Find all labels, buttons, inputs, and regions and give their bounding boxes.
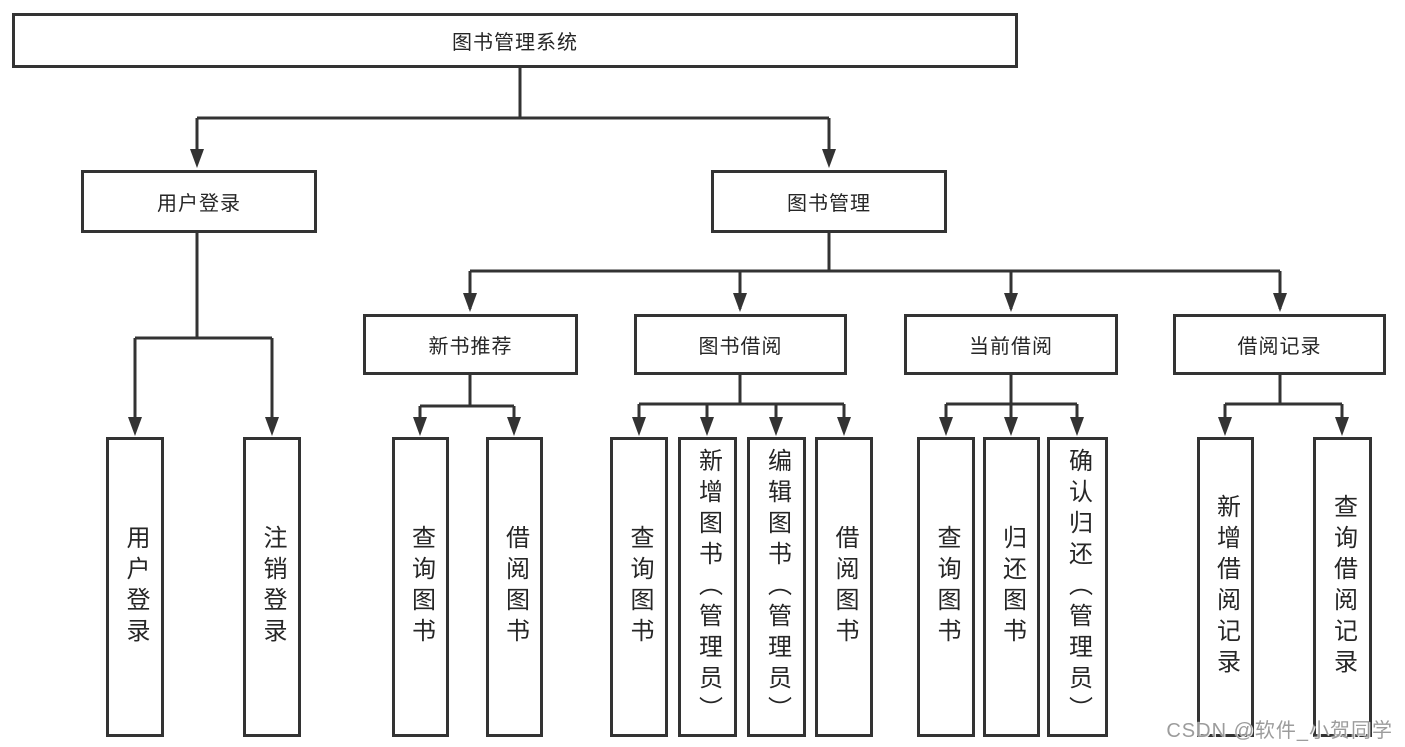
leaf-borrow-query-books-label: 查询图书 <box>626 525 653 649</box>
node-new-book-recommend: 新书推荐 <box>363 314 578 375</box>
node-root-system: 图书管理系统 <box>12 13 1018 68</box>
leaf-borrow-query-books: 查询图书 <box>610 437 668 737</box>
leaf-current-query-books-label: 查询图书 <box>933 525 960 649</box>
leaf-borrow-edit-books-admin: 编辑图书（管理员） <box>747 437 806 737</box>
leaf-current-confirm-return-admin-label: 确认归还（管理员） <box>1064 447 1092 727</box>
node-new-book-recommend-label: 新书推荐 <box>428 336 513 358</box>
leaf-current-return-books: 归还图书 <box>983 437 1040 737</box>
node-current-borrow: 当前借阅 <box>904 314 1118 375</box>
node-current-borrow-label: 当前借阅 <box>969 336 1053 358</box>
leaf-records-query-borrow-record-label: 查询借阅记录 <box>1329 494 1357 680</box>
leaf-recommend-borrow-books: 借阅图书 <box>486 437 543 737</box>
leaf-recommend-query-books-label: 查询图书 <box>407 525 435 649</box>
leaf-records-query-borrow-record: 查询借阅记录 <box>1313 437 1372 737</box>
leaf-logout: 注销登录 <box>243 437 301 737</box>
leaf-user-login-label: 用户登录 <box>122 525 149 649</box>
leaf-recommend-query-books: 查询图书 <box>392 437 449 737</box>
leaf-recommend-borrow-books-label: 借阅图书 <box>501 525 529 649</box>
node-user-login-label: 用户登录 <box>157 193 241 215</box>
csdn-watermark: CSDN @软件_小贺同学 <box>1166 720 1393 742</box>
node-book-management-label: 图书管理 <box>787 193 871 215</box>
leaf-borrow-borrow-books: 借阅图书 <box>815 437 873 737</box>
leaf-current-query-books: 查询图书 <box>917 437 975 737</box>
leaf-current-confirm-return-admin: 确认归还（管理员） <box>1047 437 1108 737</box>
leaf-user-login: 用户登录 <box>106 437 164 737</box>
node-borrow-records: 借阅记录 <box>1173 314 1386 375</box>
leaf-current-return-books-label: 归还图书 <box>998 525 1026 649</box>
leaf-borrow-edit-books-admin-label: 编辑图书（管理员） <box>763 447 791 727</box>
leaf-borrow-add-books-admin-label: 新增图书（管理员） <box>694 447 722 727</box>
node-book-borrow-label: 图书借阅 <box>698 336 783 358</box>
node-book-management: 图书管理 <box>711 170 947 233</box>
node-root-label: 图书管理系统 <box>452 32 578 54</box>
leaf-borrow-add-books-admin: 新增图书（管理员） <box>678 437 737 737</box>
node-book-borrow: 图书借阅 <box>634 314 847 375</box>
leaf-records-add-borrow-record: 新增借阅记录 <box>1197 437 1254 737</box>
leaf-logout-label: 注销登录 <box>259 525 286 649</box>
leaf-borrow-borrow-books-label: 借阅图书 <box>831 525 858 649</box>
node-user-login: 用户登录 <box>81 170 317 233</box>
leaf-records-add-borrow-record-label: 新增借阅记录 <box>1212 494 1240 680</box>
node-borrow-records-label: 借阅记录 <box>1237 336 1322 358</box>
